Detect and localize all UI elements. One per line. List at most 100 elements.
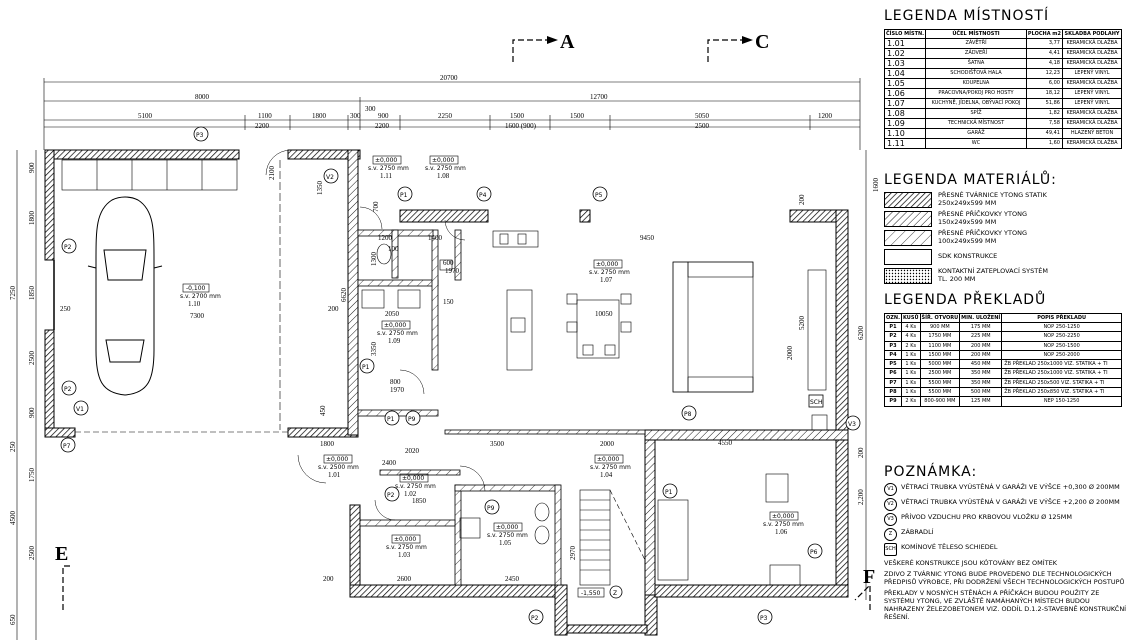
dim-row3-3: 300 xyxy=(350,112,361,120)
svg-text:1400: 1400 xyxy=(428,234,443,242)
marker-p2: P2 xyxy=(61,238,77,254)
svg-text:P3: P3 xyxy=(196,132,204,139)
svg-text:±0,000: ±0,000 xyxy=(394,536,416,543)
dim-left-9: 2500 xyxy=(28,546,36,561)
svg-text:s.v. 2750 mm: s.v. 2750 mm xyxy=(763,521,804,528)
svg-text:1.03: 1.03 xyxy=(398,551,411,559)
room-legend-title: LEGENDA MÍSTNOSTÍ xyxy=(884,8,1050,24)
dim-total: 20700 xyxy=(440,74,458,82)
svg-text:P8: P8 xyxy=(684,411,692,418)
hatch-sparse-swatch xyxy=(884,229,932,246)
note-mark: SCH xyxy=(884,543,897,556)
dim-row4-2: 1600 (900) xyxy=(505,122,537,130)
sdk-swatch xyxy=(884,248,932,265)
marker-p7: P7 xyxy=(60,437,76,453)
svg-text:2000: 2000 xyxy=(600,440,615,448)
marker-v1: V1 xyxy=(73,400,89,416)
dim-row3-1: 1100 xyxy=(258,112,272,120)
dim-right-0: 1600 xyxy=(872,178,880,193)
svg-text:±0,000: ±0,000 xyxy=(432,157,454,164)
svg-text:P9: P9 xyxy=(408,416,416,423)
section-marker-f: F xyxy=(854,566,875,610)
note-mark: V1 xyxy=(884,483,897,496)
note-mark: V3 xyxy=(884,513,897,526)
svg-text:SCH: SCH xyxy=(810,399,823,406)
dim-left-3: 2500 xyxy=(28,351,36,366)
svg-text:s.v. 2750 mm: s.v. 2750 mm xyxy=(377,330,418,337)
notes-title: POZNÁMKA: xyxy=(884,464,978,480)
svg-text:P5: P5 xyxy=(595,192,603,199)
svg-text:1.06: 1.06 xyxy=(775,528,788,536)
marker-p9: P9 xyxy=(405,410,421,426)
svg-text:s.v. 2750 mm: s.v. 2750 mm xyxy=(368,165,409,172)
dim-left-1: 1800 xyxy=(28,211,36,226)
room-stamp-1-07: ±0,000 s.v. 2750 mm 1.07 xyxy=(589,259,630,284)
svg-text:800: 800 xyxy=(390,378,401,386)
svg-text:±0,000: ±0,000 xyxy=(402,475,424,482)
svg-text:V3: V3 xyxy=(848,421,856,428)
material-item: SDK KONSTRUKCE xyxy=(884,247,1129,266)
hatch-medium-swatch xyxy=(884,210,932,227)
svg-text:250: 250 xyxy=(60,305,71,313)
svg-text:1.04: 1.04 xyxy=(600,471,613,479)
dim-row3-4: 900 xyxy=(378,112,389,120)
material-legend-title: LEGENDA MATERIÁLŮ: xyxy=(884,172,1057,188)
svg-text:1.10: 1.10 xyxy=(188,300,201,308)
svg-text:100: 100 xyxy=(388,245,399,253)
note-mark: Z xyxy=(884,528,897,541)
svg-text:2600: 2600 xyxy=(397,575,412,583)
section-label-a: A xyxy=(560,31,575,53)
dim-right-3: 6200 xyxy=(857,326,865,341)
svg-text:P4: P4 xyxy=(479,192,487,199)
exterior-walls xyxy=(44,149,849,636)
svg-text:1.09: 1.09 xyxy=(388,337,401,345)
svg-text:2450: 2450 xyxy=(505,575,520,583)
svg-text:700: 700 xyxy=(372,201,380,212)
room-stamp-1-08: ±0,000 s.v. 2750 mm 1.08 xyxy=(425,155,466,180)
svg-text:2970: 2970 xyxy=(569,546,577,561)
dim-left-4: 900 xyxy=(28,407,36,418)
room-stamp-1-11: ±0,000 s.v. 2750 mm 1.11 xyxy=(368,155,409,180)
section-label-e: E xyxy=(55,543,68,565)
marker-p2b: P2 xyxy=(61,380,77,396)
svg-text:±0,000: ±0,000 xyxy=(596,261,618,268)
dim-left-8: 4500 xyxy=(9,511,17,526)
garage-details xyxy=(53,159,288,433)
svg-text:1350: 1350 xyxy=(316,181,324,196)
dim-left-7: 1750 xyxy=(28,468,36,483)
door-swings xyxy=(265,149,486,521)
svg-text:s.v. 2750 mm: s.v. 2750 mm xyxy=(395,483,436,490)
svg-text:9450: 9450 xyxy=(640,234,655,242)
svg-text:3500: 3500 xyxy=(490,440,505,448)
dim-left-0: 900 xyxy=(28,162,36,173)
marker-p3: P3 xyxy=(193,126,209,142)
dim-right-2: 5200 xyxy=(798,316,806,331)
svg-text:P2: P2 xyxy=(64,244,72,251)
svg-text:P2: P2 xyxy=(387,492,395,499)
svg-text:s.v. 2750 mm: s.v. 2750 mm xyxy=(487,532,528,539)
svg-text:2400: 2400 xyxy=(382,459,397,467)
svg-text:450: 450 xyxy=(319,405,327,416)
svg-text:±0,000: ±0,000 xyxy=(496,524,518,531)
svg-text:1.02: 1.02 xyxy=(404,490,417,498)
marker-p5: P5 xyxy=(592,186,608,202)
svg-text:1970: 1970 xyxy=(445,267,460,275)
room-stamp-1-02: ±0,000 s.v. 2750 mm 1.02 xyxy=(395,473,436,498)
lintel-legend-header: OZN. KUSŮ ŠÍŘ. OTVORU MIN. ULOŽENÍ POPIS… xyxy=(884,313,1122,323)
svg-text:P2: P2 xyxy=(531,615,539,622)
svg-text:s.v. 2700 mm: s.v. 2700 mm xyxy=(180,293,221,300)
room-legend-table: ČÍSLO MÍSTN. ÚČEL MÍSTNOSTI PLOCHA m2 SK… xyxy=(883,29,1122,149)
